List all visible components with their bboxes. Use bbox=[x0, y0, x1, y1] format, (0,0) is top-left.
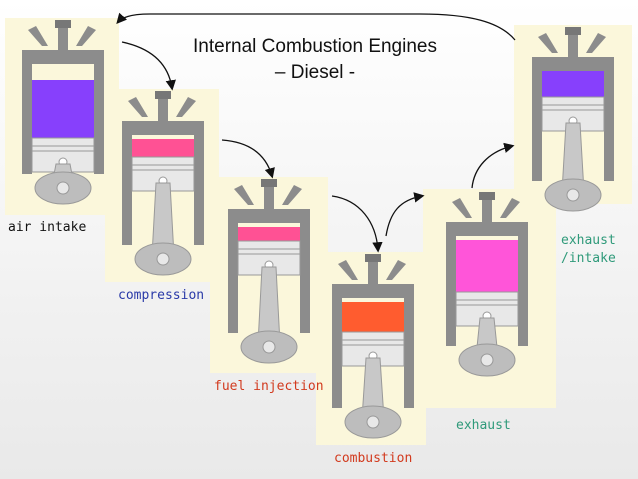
stage-label-air-intake: air intake bbox=[8, 220, 87, 235]
arrow-combustion-to-exhaust bbox=[385, 192, 425, 237]
stage-label-fuel-injection: fuel injection bbox=[214, 379, 324, 394]
stage-label-exhaust-intake-line-2: /intake bbox=[561, 251, 616, 266]
arrow-fuel-to-combustion bbox=[331, 195, 383, 253]
diagram-title: Internal Combustion Engines – Diesel - bbox=[150, 34, 480, 86]
return-arrow bbox=[116, 12, 516, 41]
stage-label-compression: compression bbox=[118, 288, 205, 303]
stage-label-exhaust-intake-line-1: exhaust bbox=[561, 233, 616, 248]
stage-label-combustion: combustion bbox=[334, 451, 413, 466]
engine-cylinder-icon bbox=[228, 179, 310, 364]
engine-cylinder-icon bbox=[532, 27, 614, 212]
engine-cylinder-icon bbox=[22, 20, 104, 205]
title-line-2: – Diesel - bbox=[274, 62, 356, 83]
stage-label-exhaust: exhaust bbox=[456, 418, 511, 433]
title-line-1: Internal Combustion Engines bbox=[193, 36, 437, 57]
engine-cylinder-icon bbox=[446, 192, 528, 377]
arrow-compression-to-fuel bbox=[221, 139, 275, 179]
engine-cylinder-icon bbox=[332, 254, 414, 439]
arrow-air-to-compression bbox=[121, 41, 176, 91]
engine-cylinder-icon bbox=[122, 91, 204, 276]
arrow-exhaust-to-intake bbox=[471, 142, 515, 189]
stage-label-exhaust-intake: exhaust /intake bbox=[561, 232, 616, 268]
